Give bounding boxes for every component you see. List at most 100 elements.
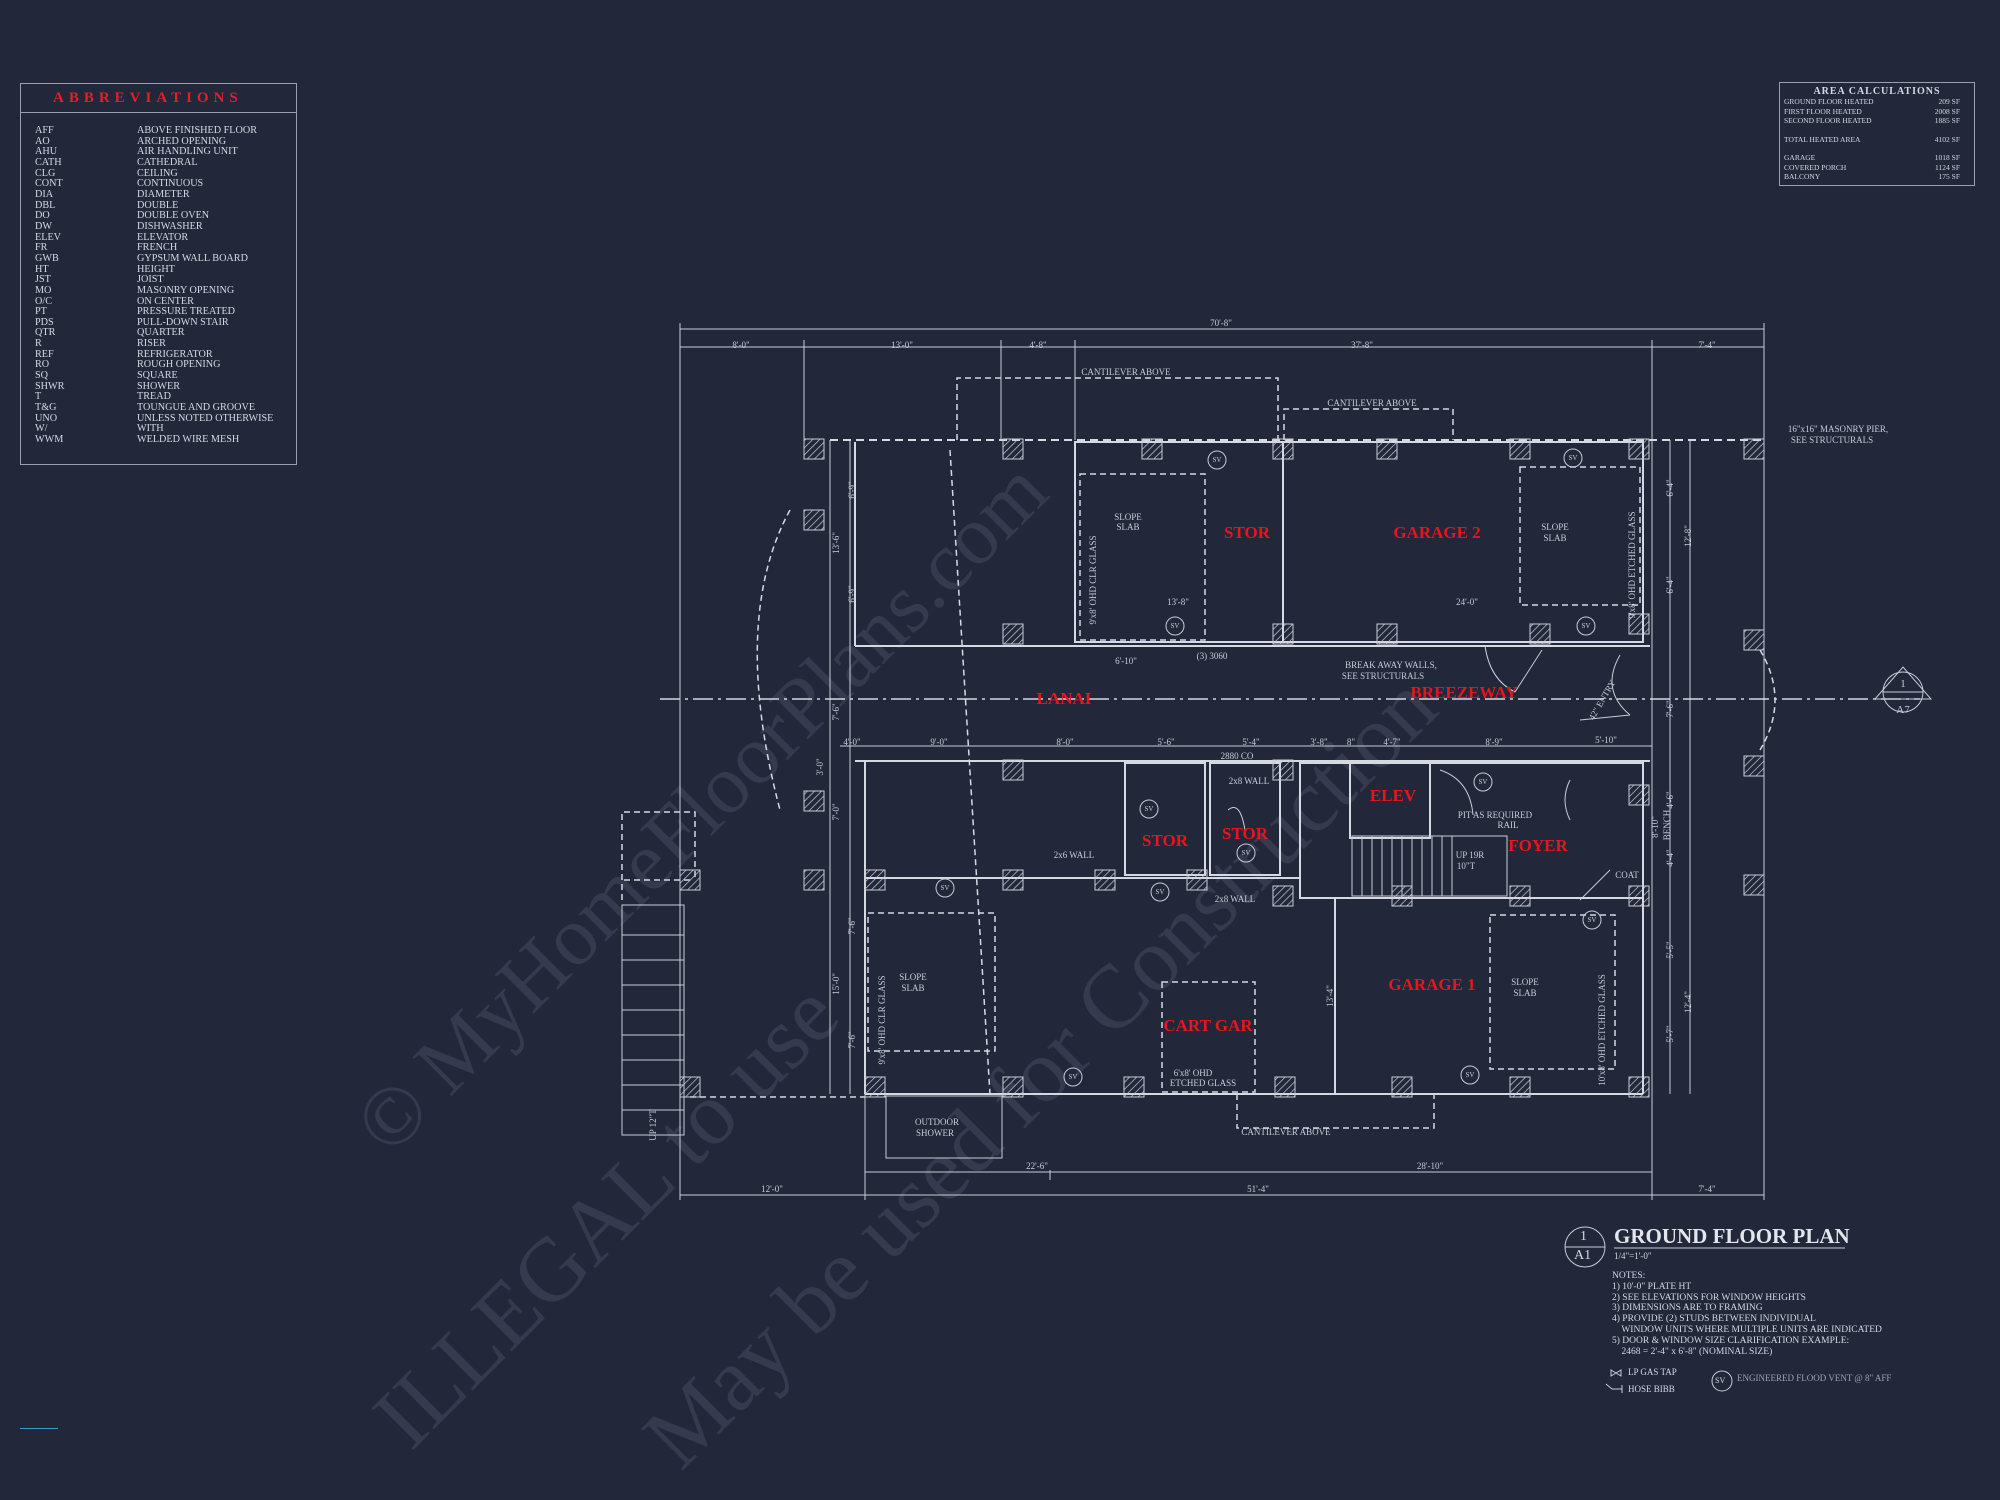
dim-label: 51'-4" xyxy=(1247,1184,1269,1194)
note-line: 4) PROVIDE (2) STUDS BETWEEN INDIVIDUAL xyxy=(1612,1314,1816,1325)
flood-vent-label: SV xyxy=(1587,916,1597,924)
exterior-stair-note: UP 12"T xyxy=(648,1109,658,1141)
dim-label: 8'-0" xyxy=(732,340,750,350)
abbreviation-code: ELEV xyxy=(35,231,62,243)
abbreviation-meaning: DISHWASHER xyxy=(137,220,203,232)
abbreviation-row: W/WITH xyxy=(35,424,273,435)
flood-vent-label: SV xyxy=(1144,805,1154,813)
flood-vent-label: SV xyxy=(1241,849,1251,857)
room-foyer: FOYER xyxy=(1508,836,1568,855)
area-label: GARAGE xyxy=(1784,153,1816,162)
flood-vent-label: SV xyxy=(1155,888,1165,896)
abbreviation-meaning: FRENCH xyxy=(137,242,178,254)
vdim-label: 4'-6" xyxy=(1665,791,1675,809)
dimension-lines xyxy=(679,323,1765,1200)
abbreviation-code: T&G xyxy=(35,402,57,414)
area-label: GROUND FLOOR HEATED xyxy=(1784,97,1874,106)
flood-vent-label: SV xyxy=(1068,1073,1078,1081)
vdim-label: 3'-0" xyxy=(815,758,825,776)
cantilever-note: CANTILEVER ABOVE xyxy=(1241,1127,1331,1137)
abbreviation-meaning: ABOVE FINISHED FLOOR xyxy=(137,125,257,136)
stair-note: UP 19R xyxy=(1455,850,1485,860)
abbreviation-meaning: HEIGHT xyxy=(137,263,175,275)
area-value: 1885 SF xyxy=(1934,116,1960,125)
vdim-label: 6'-9" xyxy=(847,481,857,499)
window-tag: 2880 CO xyxy=(1220,751,1254,761)
area-label: FIRST FLOOR HEATED xyxy=(1784,106,1862,116)
abbreviation-code: R xyxy=(35,338,42,350)
abbreviation-meaning: DIAMETER xyxy=(137,188,190,200)
abbreviation-meaning: TREAD xyxy=(137,391,171,403)
abbreviation-code: DO xyxy=(35,210,50,222)
vdim-label: 7'-6" xyxy=(1665,700,1675,718)
abbreviation-code: AO xyxy=(35,135,50,147)
area-value: 4102 SF xyxy=(1934,134,1960,144)
abbreviation-code: SHWR xyxy=(35,380,65,392)
dim-label: 37'-8" xyxy=(1351,340,1373,350)
abbreviation-code: CLG xyxy=(35,167,56,179)
abbreviation-code: CONT xyxy=(35,178,63,190)
elevator-pit-note: RAIL xyxy=(1497,820,1519,830)
room-stor-1: STOR xyxy=(1224,523,1270,542)
vdim-label: 6'-9" xyxy=(847,585,857,603)
abbreviation-meaning: MASONRY OPENING xyxy=(137,284,235,296)
abbreviation-code: AHU xyxy=(35,146,58,158)
slope-slab-note: SLAB xyxy=(1513,988,1537,998)
abbreviation-meaning: PRESSURE TREATED xyxy=(137,306,236,318)
dim-label: 3'-8" xyxy=(1310,737,1328,747)
dim-label: 12'-0" xyxy=(761,1184,783,1194)
dim-label: 5'-10" xyxy=(1595,735,1617,745)
abbreviation-meaning: ON CENTER xyxy=(137,295,194,307)
slope-slab-note: SLOPE xyxy=(1541,522,1569,532)
flood-vent-icon xyxy=(1711,1370,1733,1392)
vdim-label: 8'-10" xyxy=(1650,816,1660,838)
note-line: 2468 = 2'-4" x 6'-8" (NOMINAL SIZE) xyxy=(1612,1346,1773,1357)
dim-overall: 70'-8" xyxy=(1210,318,1232,328)
abbreviation-code: SQ xyxy=(35,370,49,382)
vdim-label: 7'-6" xyxy=(847,1031,857,1049)
dim-label: 7'-4" xyxy=(1698,340,1716,350)
slope-slab-note: SLAB xyxy=(901,983,925,993)
window-tag: (3) 3060 xyxy=(1196,651,1228,661)
area-label: BALCONY xyxy=(1784,172,1821,181)
room-garage-2: GARAGE 2 xyxy=(1393,523,1481,542)
masonry-pier-note: SEE STRUCTURALS xyxy=(1790,435,1874,445)
hose-bibb-icon xyxy=(1605,1383,1623,1393)
legend-icons xyxy=(1605,1369,1733,1393)
slope-slab-note: SLAB xyxy=(1543,533,1567,543)
flood-vent-label: SV xyxy=(1568,454,1578,462)
abbreviation-code: CATH xyxy=(35,156,62,168)
abbreviation-meaning: ELEVATOR xyxy=(137,231,189,243)
wall-note: 2x8 WALL xyxy=(1228,776,1270,786)
abbreviation-meaning: WITH xyxy=(137,423,164,435)
cantilever-note: CANTILEVER ABOVE xyxy=(1327,398,1417,408)
dashed-outlines xyxy=(621,377,1920,1129)
area-value: 1018 SF xyxy=(1934,153,1960,162)
flood-vent-label: SV xyxy=(1581,622,1591,630)
room-elev: ELEV xyxy=(1369,786,1417,805)
masonry-piers xyxy=(679,438,1765,1098)
drawing-title: GROUND FLOOR PLAN xyxy=(1614,1224,1850,1248)
break-away-walls-note: BREAK AWAY WALLS, xyxy=(1345,660,1437,670)
slope-slab-note: SLOPE xyxy=(1114,512,1142,522)
abbreviation-code: WWM xyxy=(35,434,64,446)
dim-label: 8'-9" xyxy=(1485,737,1503,747)
abbreviation-code: MO xyxy=(35,284,52,296)
slope-slab-note: SLOPE xyxy=(1511,977,1539,987)
